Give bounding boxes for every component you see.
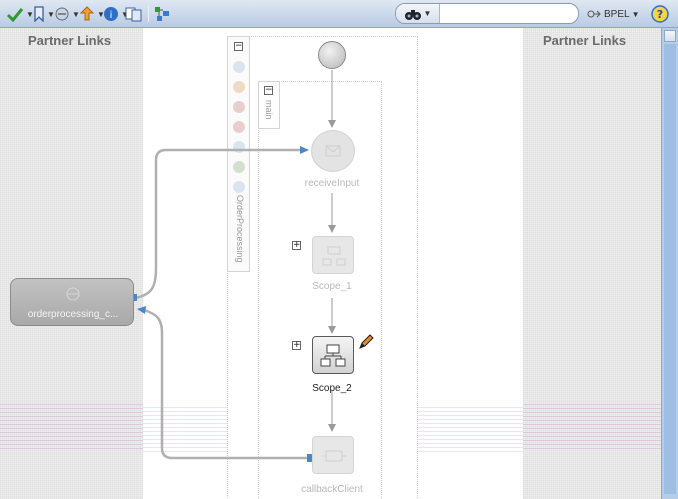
- info-icon: i: [104, 7, 118, 21]
- receive-icon: [325, 145, 341, 157]
- bookmark-icon: [34, 6, 44, 22]
- partner-link-wire: [143, 308, 310, 460]
- bookmark-button[interactable]: ▼: [33, 4, 55, 24]
- copy-button[interactable]: [125, 4, 143, 24]
- binoculars-icon: [404, 9, 421, 20]
- wire-port: [132, 294, 137, 301]
- vertical-scrollbar[interactable]: [661, 28, 678, 499]
- activity-label: callbackClient: [301, 484, 363, 495]
- expand-scope-icon[interactable]: +: [292, 340, 301, 350]
- layout-button[interactable]: [154, 4, 170, 24]
- lane-title: Partner Links: [543, 33, 627, 48]
- search-box: ▼: [395, 3, 579, 24]
- scope-activity[interactable]: [312, 236, 354, 274]
- partner-link-wire: [135, 148, 304, 300]
- invoke-activity[interactable]: [312, 436, 354, 474]
- validate-button[interactable]: ▼: [6, 4, 34, 24]
- activity-label: Scope_1: [312, 281, 352, 292]
- correlation-icon[interactable]: [233, 81, 245, 93]
- search-options-button[interactable]: ▼: [396, 4, 440, 23]
- dropdown-arrow-icon: ▼: [631, 9, 640, 19]
- activity-label: receiveInput: [304, 178, 360, 189]
- main-sequence: [258, 81, 382, 499]
- termination-icon[interactable]: [233, 161, 245, 173]
- help-button[interactable]: ?: [651, 4, 669, 24]
- scope-activity-selected[interactable]: [312, 336, 354, 374]
- dropdown-arrow-icon: ▼: [72, 9, 80, 19]
- partner-link-icon: [66, 287, 80, 301]
- activity-icon: [55, 7, 69, 21]
- partner-link-label: orderprocessing_c...: [27, 309, 119, 320]
- dropdown-arrow-icon: ▼: [97, 9, 105, 19]
- toolbar: ▼ ▼ ▼ ▼ i ▼ ▼: [0, 0, 678, 28]
- process-tab[interactable]: − OrderProcessing: [227, 36, 250, 272]
- lane-band: [523, 403, 661, 449]
- fault-handler-icon[interactable]: [233, 101, 245, 113]
- invoke-icon: [322, 450, 346, 462]
- dropdown-arrow-icon: ▼: [26, 9, 34, 19]
- bpel-label: BPEL: [604, 8, 630, 20]
- bpel-icon: [587, 10, 601, 18]
- scroll-thumb[interactable]: [664, 44, 676, 494]
- info-button[interactable]: i ▼: [103, 4, 129, 24]
- deploy-icon: [79, 6, 95, 21]
- properties-icon[interactable]: [233, 181, 245, 193]
- toolbar-separator: [148, 6, 149, 22]
- receive-activity[interactable]: [311, 130, 355, 172]
- lane-band: [143, 406, 227, 452]
- checkmark-icon: [6, 8, 24, 22]
- lane-band: [0, 403, 143, 449]
- scroll-up-button[interactable]: [664, 30, 676, 42]
- flow-connectors: [132, 70, 336, 462]
- activity-label: Scope_2: [312, 383, 352, 394]
- svg-text:i: i: [110, 10, 113, 21]
- partner-link-node[interactable]: orderprocessing_c...: [10, 278, 134, 326]
- dropdown-arrow-icon: ▼: [121, 9, 129, 19]
- scope-icon: [322, 246, 346, 266]
- lane-title: Partner Links: [28, 33, 112, 48]
- dropdown-arrow-icon: ▼: [423, 9, 432, 18]
- svg-text:?: ?: [657, 8, 663, 21]
- main-sequence-tab[interactable]: − main: [258, 81, 280, 129]
- bpel-dropdown[interactable]: BPEL ▼: [587, 4, 640, 24]
- expand-scope-icon[interactable]: +: [292, 240, 301, 250]
- help-icon: ?: [651, 5, 669, 23]
- deploy-button[interactable]: ▼: [79, 4, 105, 24]
- collapse-main-icon[interactable]: −: [264, 85, 273, 95]
- wire-end-arrow: [300, 146, 309, 154]
- wire-port: [307, 454, 312, 462]
- search-input[interactable]: [441, 5, 575, 22]
- collapse-process-icon[interactable]: −: [234, 41, 243, 51]
- start-node[interactable]: [318, 41, 346, 69]
- layout-icon: [155, 7, 169, 21]
- dropdown-arrow-icon: ▼: [47, 9, 55, 19]
- wire-end-arrow: [137, 306, 146, 314]
- edit-pencil-icon[interactable]: [357, 333, 375, 351]
- scope-icon: [320, 344, 346, 367]
- lane-band: [418, 406, 523, 452]
- activity-button[interactable]: ▼: [54, 4, 80, 24]
- copy-icon: [125, 7, 142, 22]
- compensation-icon[interactable]: [233, 121, 245, 133]
- design-canvas[interactable]: Partner Links Partner Links − OrderProce…: [0, 28, 661, 499]
- variables-icon[interactable]: [233, 61, 245, 73]
